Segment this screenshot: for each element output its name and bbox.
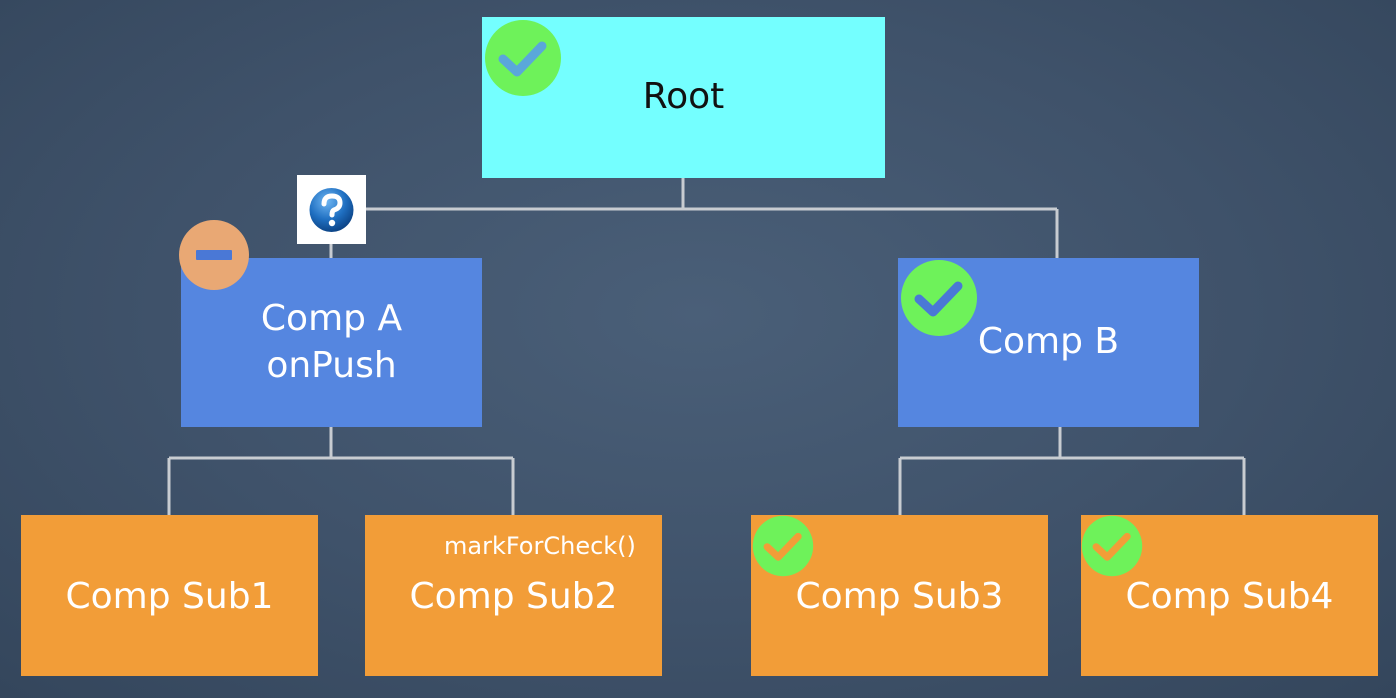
comp-sub1-node: Comp Sub1 (21, 515, 318, 676)
comp-sub2-node: Comp Sub2 (365, 515, 662, 676)
comp-sub3-label: Comp Sub3 (795, 576, 1004, 618)
comp-a-strategy-label: onPush (266, 344, 397, 386)
comp-b-label: Comp B (977, 321, 1120, 363)
check-icon (752, 515, 814, 577)
minus-icon (178, 219, 250, 291)
check-icon (900, 259, 978, 337)
comp-sub4-label: Comp Sub4 (1125, 576, 1334, 618)
root-label: Root (642, 76, 725, 118)
check-icon (1081, 515, 1143, 577)
comp-sub2-label: Comp Sub2 (409, 576, 618, 618)
mark-for-check-note: markForCheck() (444, 532, 636, 560)
comp-a-label: Comp A (260, 297, 403, 339)
question-icon (297, 175, 366, 244)
check-icon (484, 19, 562, 97)
comp-sub1-label: Comp Sub1 (65, 576, 274, 618)
comp-a-node: Comp A onPush (181, 258, 482, 427)
